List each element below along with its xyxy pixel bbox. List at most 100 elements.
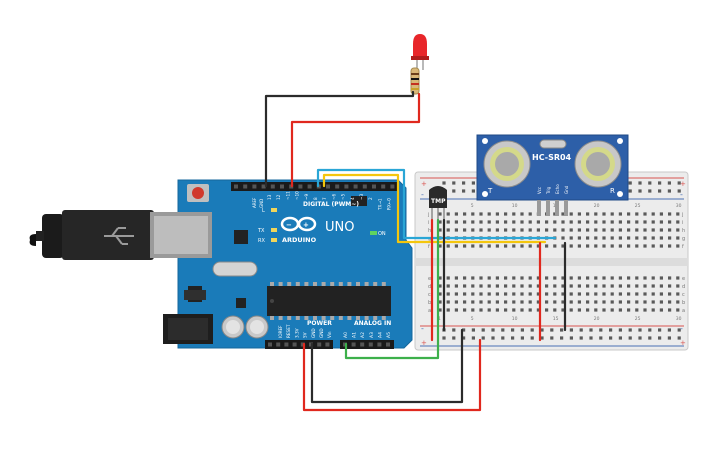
breadboard-hole	[627, 284, 631, 288]
breadboard-hole	[520, 220, 524, 224]
breadboard-hole	[446, 292, 450, 296]
breadboard-hole	[610, 228, 614, 232]
breadboard-hole	[618, 236, 622, 240]
header-hole	[307, 184, 312, 189]
breadboard-hole	[495, 284, 499, 288]
breadboard-hole	[536, 292, 540, 296]
breadboard-hole	[586, 212, 590, 216]
header-hole	[261, 184, 266, 189]
breadboard-hole	[668, 300, 672, 304]
breadboard-hole	[545, 292, 549, 296]
breadboard-hole	[668, 236, 672, 240]
chip-pin	[313, 316, 317, 320]
breadboard-hole	[512, 220, 516, 224]
breadboard-hole	[487, 212, 491, 216]
breadboard-hole	[553, 244, 557, 248]
header-hole	[351, 342, 356, 347]
chip-pin	[338, 316, 343, 320]
breadboard: jjiihhggffeeddccbbaa11551010151520202525…	[414, 171, 689, 351]
rail-hole	[471, 328, 475, 332]
breadboard-hole	[561, 308, 565, 312]
breadboard-hole	[479, 308, 483, 312]
rail-hole	[658, 328, 662, 332]
analog-pin-label: A2	[360, 332, 366, 338]
wire-green-a0	[344, 218, 440, 360]
breadboard-hole	[446, 212, 450, 216]
breadboard-hole	[594, 228, 598, 232]
breadboard-hole	[454, 284, 458, 288]
breadboard-hole	[446, 220, 450, 224]
header-hole	[270, 184, 275, 189]
analog-pin-label: A1	[352, 332, 358, 338]
breadboard-hole	[495, 244, 499, 248]
rail-hole	[638, 181, 642, 185]
row-label: d	[428, 284, 431, 290]
breadboard-hole	[586, 220, 590, 224]
rail-hole	[609, 328, 613, 332]
analog-header[interactable]	[340, 340, 394, 349]
reset-button[interactable]	[187, 184, 209, 202]
rail-hole	[589, 336, 593, 340]
arduino-uno: − + ARDUINO UNO DIGITAL (PWM~) POWER ANA…	[29, 179, 413, 349]
digital-pin-label: RX←0	[387, 198, 392, 210]
breadboard-hole	[651, 276, 655, 280]
power-jack[interactable]	[163, 314, 213, 344]
breadboard-hole	[569, 212, 573, 216]
breadboard-hole	[536, 228, 540, 232]
header-hole	[377, 342, 382, 347]
breadboard-hole	[643, 236, 647, 240]
sensor-r-mark: R	[610, 187, 615, 195]
chip-pin	[287, 316, 292, 320]
header-hole	[325, 342, 330, 347]
breadboard-hole	[610, 292, 614, 296]
breadboard-hole	[520, 244, 524, 248]
breadboard-hole	[561, 292, 565, 296]
breadboard-hole	[627, 212, 631, 216]
breadboard-hole	[504, 308, 508, 312]
breadboard-hole	[618, 284, 622, 288]
row-label: g	[682, 236, 685, 242]
breadboard-hole	[479, 212, 483, 216]
rail-hole	[677, 181, 681, 185]
breadboard-hole	[651, 284, 655, 288]
row-label: j	[681, 212, 683, 218]
breadboard-hole	[577, 308, 581, 312]
sensor-pin-label: Trig	[546, 186, 551, 195]
rail-hole	[501, 336, 505, 340]
breadboard-hole	[635, 220, 639, 224]
breadboard-hole	[463, 244, 467, 248]
led-tx	[271, 228, 277, 232]
col-number: 20	[594, 316, 600, 322]
power-header[interactable]	[265, 340, 333, 349]
digital-header[interactable]	[231, 182, 399, 191]
breadboard-hole	[586, 284, 590, 288]
rail-hole	[569, 336, 573, 340]
breadboard-hole	[536, 276, 540, 280]
breadboard-hole	[577, 292, 581, 296]
gnd-label: GND	[259, 199, 264, 208]
breadboard-hole	[569, 220, 573, 224]
chip-pin	[304, 282, 309, 286]
tmp-sensor: TMP	[429, 186, 447, 220]
breadboard-hole	[668, 284, 672, 288]
chip-pin	[270, 316, 274, 320]
col-number: 25	[635, 203, 641, 209]
digital-pin-label: ~9	[304, 193, 309, 200]
rail-hole	[462, 181, 466, 185]
sensor-pins[interactable]	[537, 200, 568, 216]
breadboard-hole	[618, 220, 622, 224]
row-label: a	[682, 308, 685, 314]
breadboard-hole	[610, 244, 614, 248]
svg-text:+: +	[303, 221, 309, 229]
breadboard-hole	[536, 300, 540, 304]
row-label: j	[427, 212, 429, 218]
breadboard-hole	[553, 292, 557, 296]
breadboard-hole	[610, 220, 614, 224]
breadboard-hole	[463, 300, 467, 304]
rail-hole	[540, 328, 544, 332]
breadboard-hole	[668, 228, 672, 232]
breadboard-hole	[618, 308, 622, 312]
breadboard-hole	[635, 212, 639, 216]
breadboard-hole	[602, 276, 606, 280]
digital-pin-label: 7	[322, 197, 327, 200]
